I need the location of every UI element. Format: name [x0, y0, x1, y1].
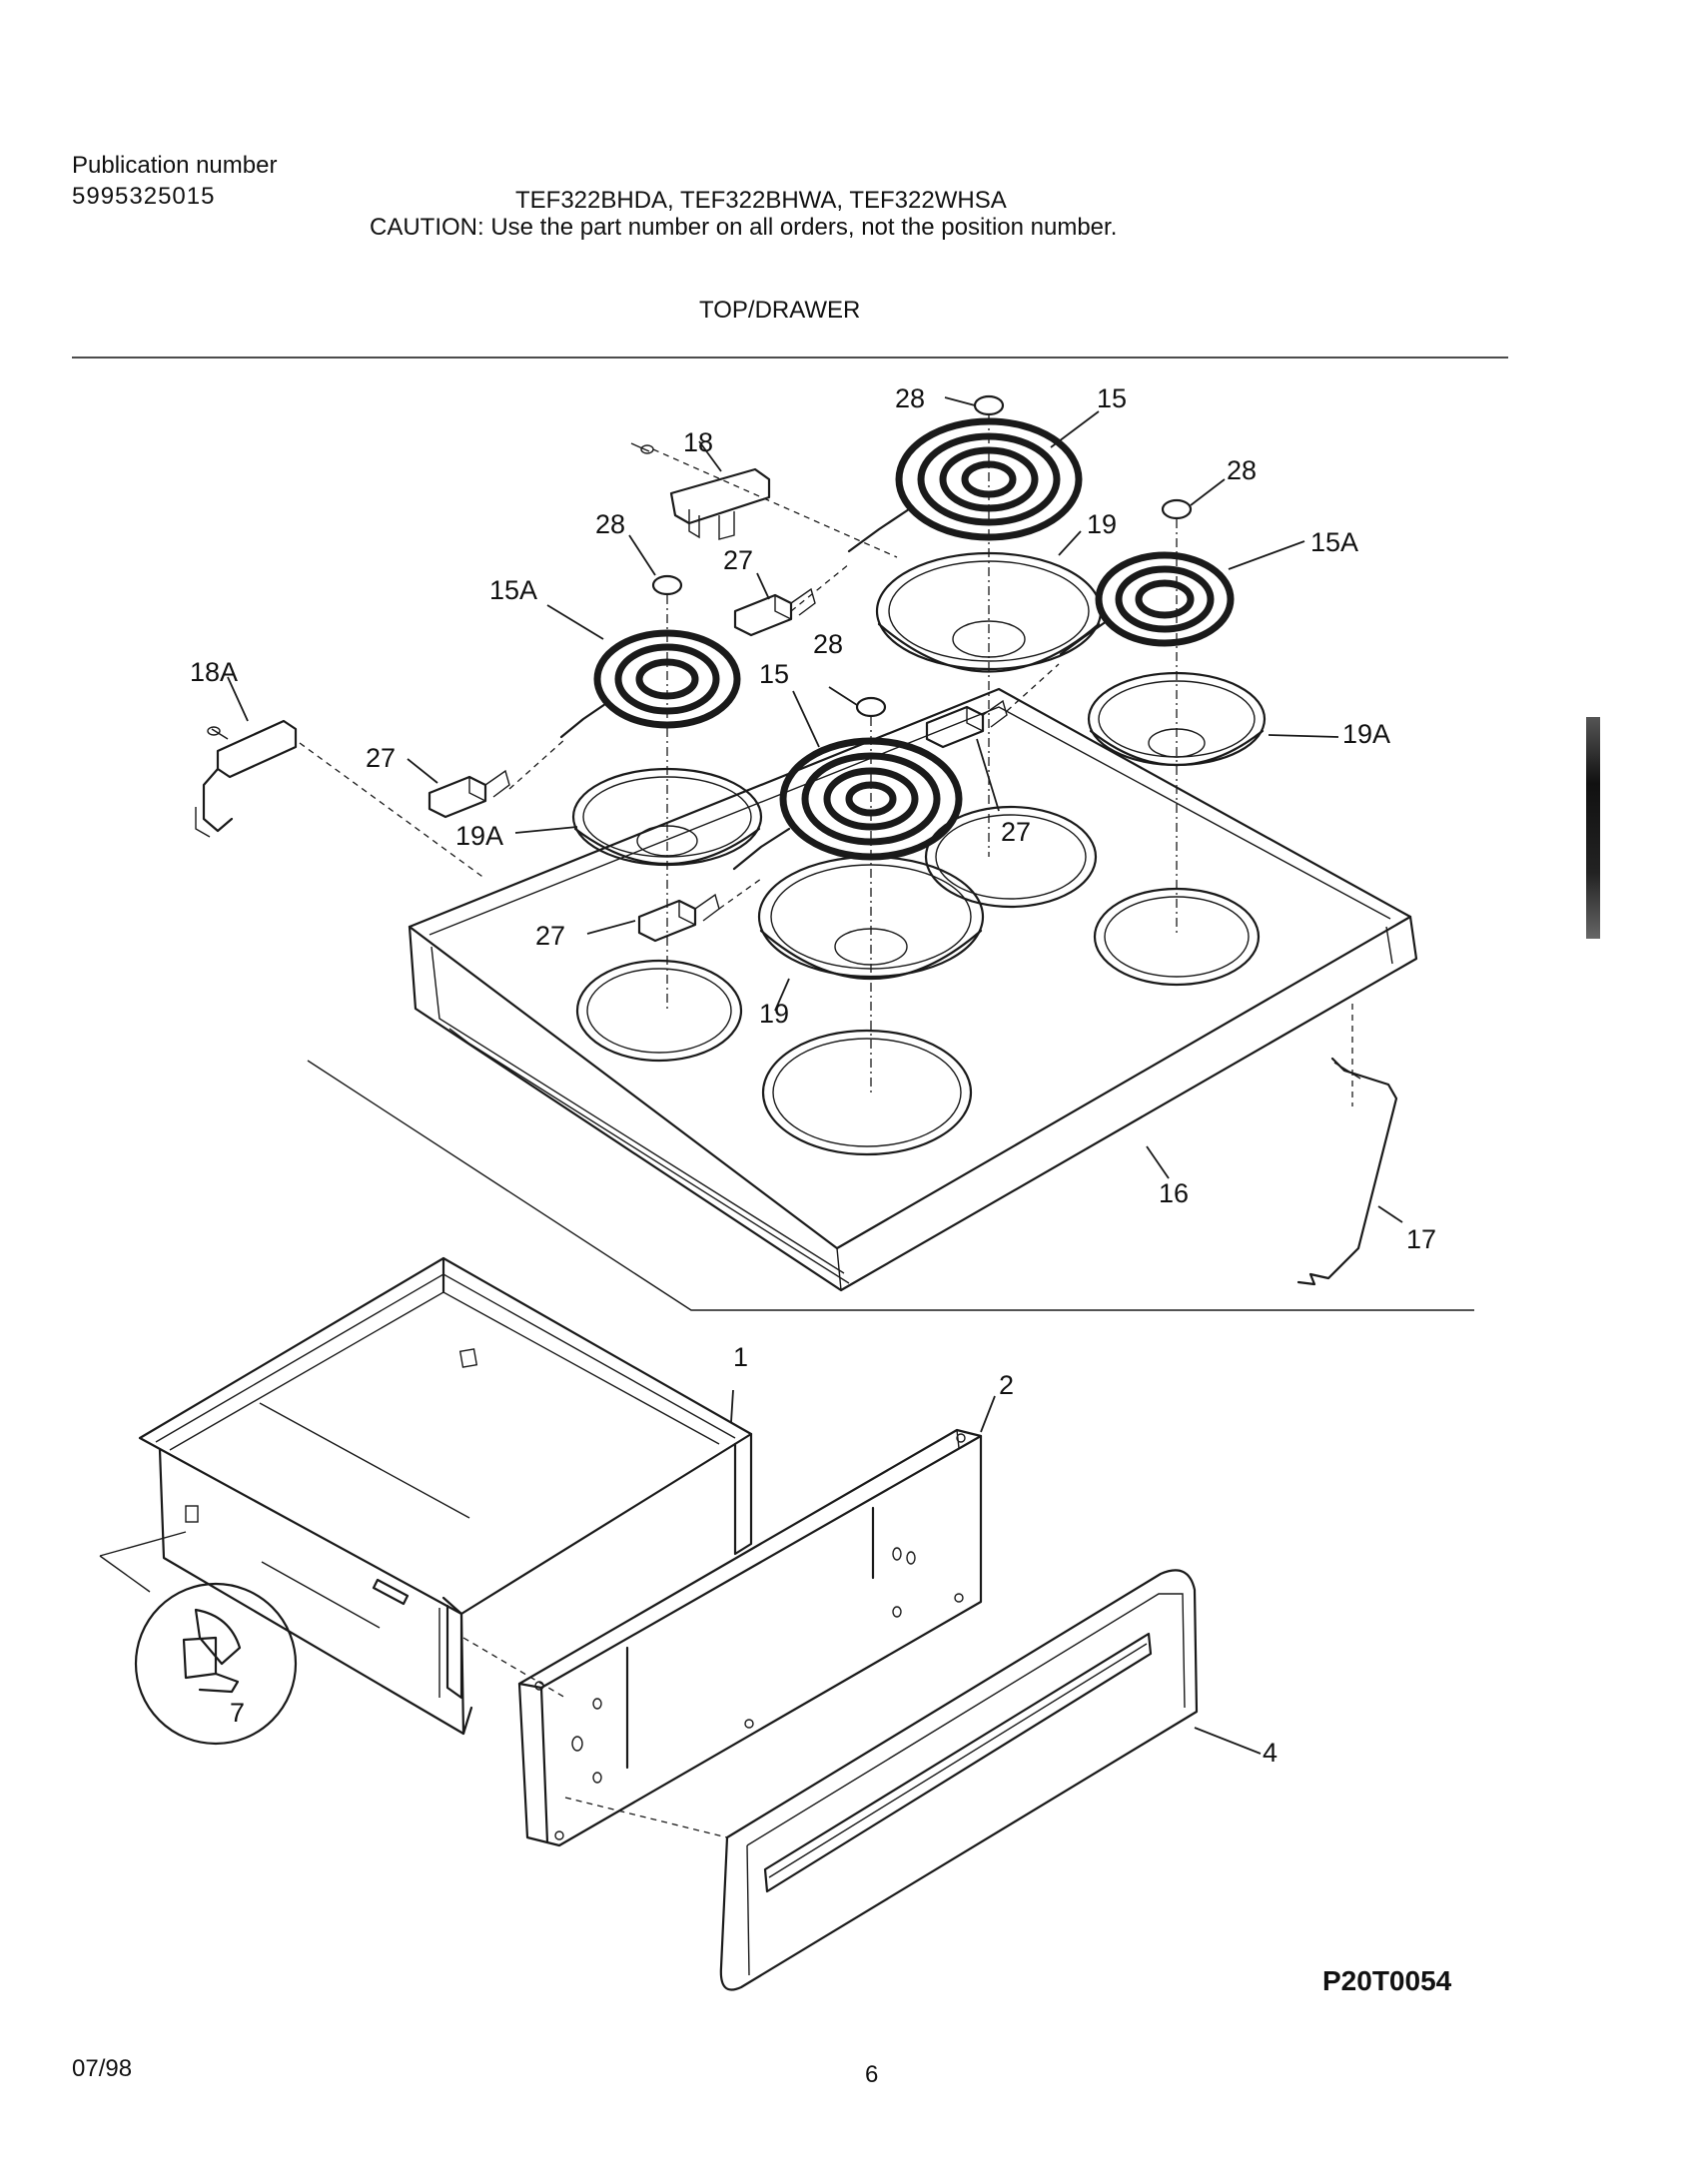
page-number: 6	[865, 2061, 879, 2088]
plug-28-b	[1161, 498, 1193, 520]
wire-17	[1296, 1057, 1398, 1286]
callout-2: 2	[999, 1370, 1015, 1400]
callout-19: 19	[1087, 509, 1118, 539]
callout-28: 28	[813, 629, 844, 659]
element-15-front	[732, 737, 963, 871]
drawer-panel-2	[517, 1428, 983, 1847]
callout-27: 27	[535, 921, 566, 951]
element-15-rear	[847, 417, 1083, 553]
receptacle-27-c	[925, 699, 1008, 749]
callout-28: 28	[1227, 455, 1258, 485]
bracket-18	[630, 442, 771, 540]
callout-16: 16	[1159, 1178, 1190, 1208]
model-numbers: TEF322BHDA, TEF322BHWA, TEF322WHSA	[515, 187, 1007, 214]
section-title: TOP/DRAWER	[699, 297, 861, 324]
callout-27: 27	[1001, 817, 1032, 847]
callout-15A: 15A	[1310, 527, 1359, 557]
publication-label: Publication number	[72, 152, 278, 179]
caution-note: CAUTION: Use the part number on all orde…	[370, 214, 1118, 241]
callout-7: 7	[230, 1698, 246, 1728]
callout-19A: 19A	[455, 821, 504, 851]
plug-28-d	[855, 696, 887, 718]
plug-28-c	[651, 574, 683, 596]
callout-27: 27	[723, 545, 754, 575]
callout-4: 4	[1263, 1738, 1279, 1768]
receptacle-27-a	[733, 587, 816, 637]
publication-number: 5995325015	[72, 183, 216, 210]
plug-28-a	[973, 394, 1005, 416]
callout-28: 28	[895, 383, 926, 413]
drawing-code: P20T0054	[1322, 1965, 1452, 1996]
callout-18A: 18A	[190, 657, 239, 687]
callout-18: 18	[683, 427, 714, 457]
cooktop-16	[408, 687, 1418, 1292]
callout-27: 27	[366, 743, 397, 773]
callout-28: 28	[595, 509, 626, 539]
callout-1: 1	[733, 1342, 749, 1372]
detail-circle-7	[99, 1531, 298, 1746]
callout-15A: 15A	[489, 575, 538, 605]
callout-15: 15	[1097, 383, 1128, 413]
callout-19: 19	[759, 999, 790, 1029]
bracket-18A	[195, 719, 298, 838]
callout-15: 15	[759, 659, 790, 689]
callout-19A: 19A	[1342, 719, 1391, 749]
drawer-front-4	[719, 1569, 1199, 1991]
element-15A-left	[559, 629, 741, 739]
receptacle-27-b	[427, 769, 510, 819]
scan-margin-bar	[1586, 717, 1600, 939]
receptacle-27-d	[637, 893, 720, 943]
footer-date: 07/98	[72, 2055, 133, 2082]
drawer-1	[138, 1256, 753, 1736]
callout-17: 17	[1406, 1224, 1437, 1254]
